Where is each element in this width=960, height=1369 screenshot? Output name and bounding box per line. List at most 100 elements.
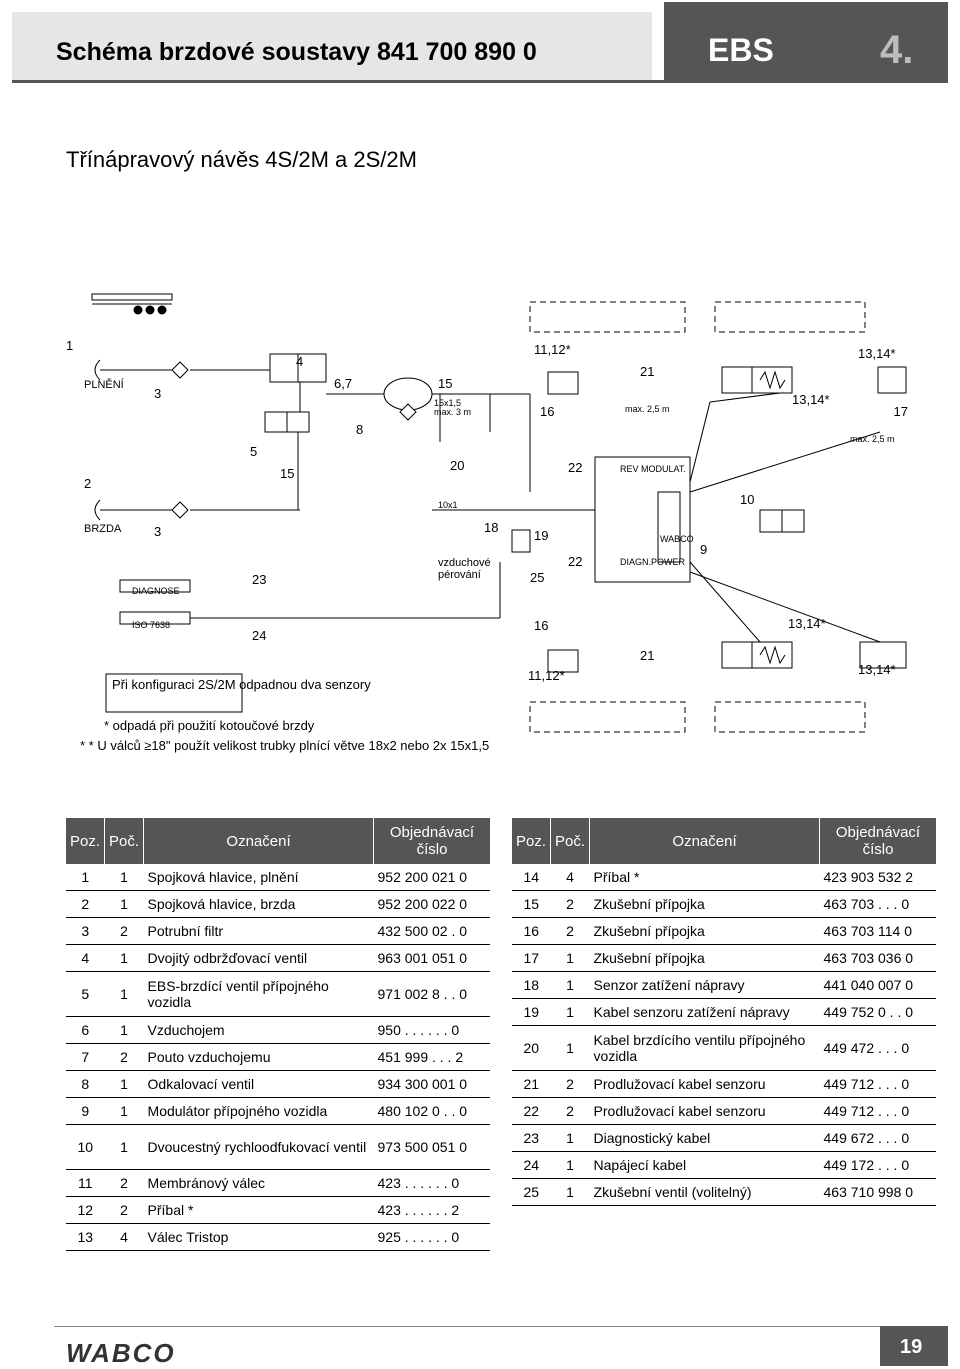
cell-num: 441 040 007 0 (819, 971, 936, 999)
cell-num: 463 703 036 0 (819, 944, 936, 972)
cell-name: Zkušební ventil (volitelný) (589, 1178, 820, 1206)
cell-num: 973 500 051 0 (373, 1124, 490, 1170)
callout: 23 (252, 572, 266, 587)
callout: 11,12* (534, 342, 571, 357)
cell-name: Příbal * (143, 1196, 374, 1224)
cell-poz: 3 (66, 917, 105, 945)
brand-logo: WABCO (66, 1338, 176, 1368)
label-vzduchove: vzduchové (438, 557, 491, 569)
callout: 1 (66, 338, 73, 353)
section-label: EBS (708, 32, 774, 68)
page-number: 19 (900, 1336, 923, 1358)
label-diagnose: DIAGNOSE (132, 586, 180, 596)
cell-poz: 4 (66, 944, 105, 972)
cell-poz: 22 (512, 1097, 551, 1125)
cell-poc: 1 (550, 1124, 590, 1152)
callout: 3 (154, 386, 161, 401)
cell-poz: 23 (512, 1124, 551, 1152)
cell-num: 950 . . . . . . 0 (373, 1016, 490, 1044)
cell-name: Příbal * (589, 864, 820, 891)
cell-name: Zkušební přípojka (589, 917, 820, 945)
cell-num: 423 903 532 2 (819, 864, 936, 891)
cell-poz: 14 (512, 864, 551, 891)
cell-num: 934 300 001 0 (373, 1070, 490, 1098)
cell-poc: 1 (104, 1124, 144, 1170)
cell-poz: 13 (66, 1223, 105, 1251)
label-pipe1b: max. 3 m (434, 407, 471, 417)
cell-name: Vzduchojem (143, 1016, 374, 1044)
cell-name: Modulátor přípojného vozidla (143, 1097, 374, 1125)
callout: 5 (250, 444, 257, 459)
callout: 21 (640, 648, 654, 663)
cell-poc: 1 (550, 1178, 590, 1206)
cell-poz: 21 (512, 1070, 551, 1098)
callout: 19 (534, 528, 548, 543)
cell-name: Kabel senzoru zatížení nápravy (589, 998, 820, 1026)
cell-poz: 18 (512, 971, 551, 999)
footnote-1: * odpadá při použití kotoučové brzdy (104, 718, 315, 733)
callout: 24 (252, 628, 266, 643)
callout: 3 (154, 524, 161, 539)
callout: 22 (568, 554, 582, 569)
cell-num: 952 200 021 0 (373, 864, 490, 891)
cell-poz: 19 (512, 998, 551, 1026)
cell-poc: 4 (104, 1223, 144, 1251)
cell-name: Zkušební přípojka (589, 890, 820, 918)
callout: 21 (640, 364, 654, 379)
cell-name: Diagnostický kabel (589, 1124, 820, 1152)
callout: 13,14* (792, 392, 830, 407)
cell-poc: 1 (104, 1016, 144, 1044)
col-poc: Poč. (550, 818, 591, 864)
cell-poc: 2 (550, 1097, 590, 1125)
page-title: Schéma brzdové soustavy 841 700 890 0 (56, 38, 537, 66)
callout: 9 (700, 542, 707, 557)
cell-name: Prodlužovací kabel senzoru (589, 1070, 820, 1098)
callout: 20 (450, 458, 464, 473)
cell-poc: 1 (550, 998, 590, 1026)
cell-name: Dvoucestný rychloodfukovací ventil (143, 1124, 374, 1170)
cell-poc: 1 (104, 1070, 144, 1098)
cell-num: 480 102 0 . . 0 (373, 1097, 490, 1125)
callout: 15 (438, 376, 452, 391)
cell-num: 449 752 0 . . 0 (819, 998, 936, 1026)
cell-poc: 1 (550, 1025, 590, 1071)
callout: 15 (280, 466, 294, 481)
callout: 17 (894, 404, 908, 419)
cell-poc: 2 (550, 917, 590, 945)
col-poz: Poz. (66, 818, 106, 864)
cell-num: 449 712 . . . 0 (819, 1097, 936, 1125)
cell-name: Pouto vzduchojemu (143, 1043, 374, 1071)
col-oznaceni: Označení (589, 818, 820, 864)
cell-poz: 8 (66, 1070, 105, 1098)
label-plneni: PLNĚNÍ (84, 378, 125, 391)
label-wabco-module: WABCO (660, 534, 694, 544)
callout: 6,7 (334, 376, 352, 391)
cell-num: 423 . . . . . . 0 (373, 1169, 490, 1197)
chapter-number: 4. (880, 28, 914, 72)
cell-name: Potrubní filtr (143, 917, 374, 945)
footer-rule (54, 1326, 948, 1327)
callout: 10 (740, 492, 754, 507)
header-bar (12, 12, 652, 80)
cell-name: Spojková hlavice, brzda (143, 890, 374, 918)
callout: 13,14* (858, 346, 896, 361)
cell-poz: 2 (66, 890, 105, 918)
cell-num: 449 712 . . . 0 (819, 1070, 936, 1098)
cell-poc: 1 (104, 890, 144, 918)
cell-name: Dvojitý odbržďovací ventil (143, 944, 374, 972)
cell-num: 432 500 02 . 0 (373, 917, 490, 945)
cell-poc: 1 (104, 1097, 144, 1125)
cell-name: Zkušební přípojka (589, 944, 820, 972)
